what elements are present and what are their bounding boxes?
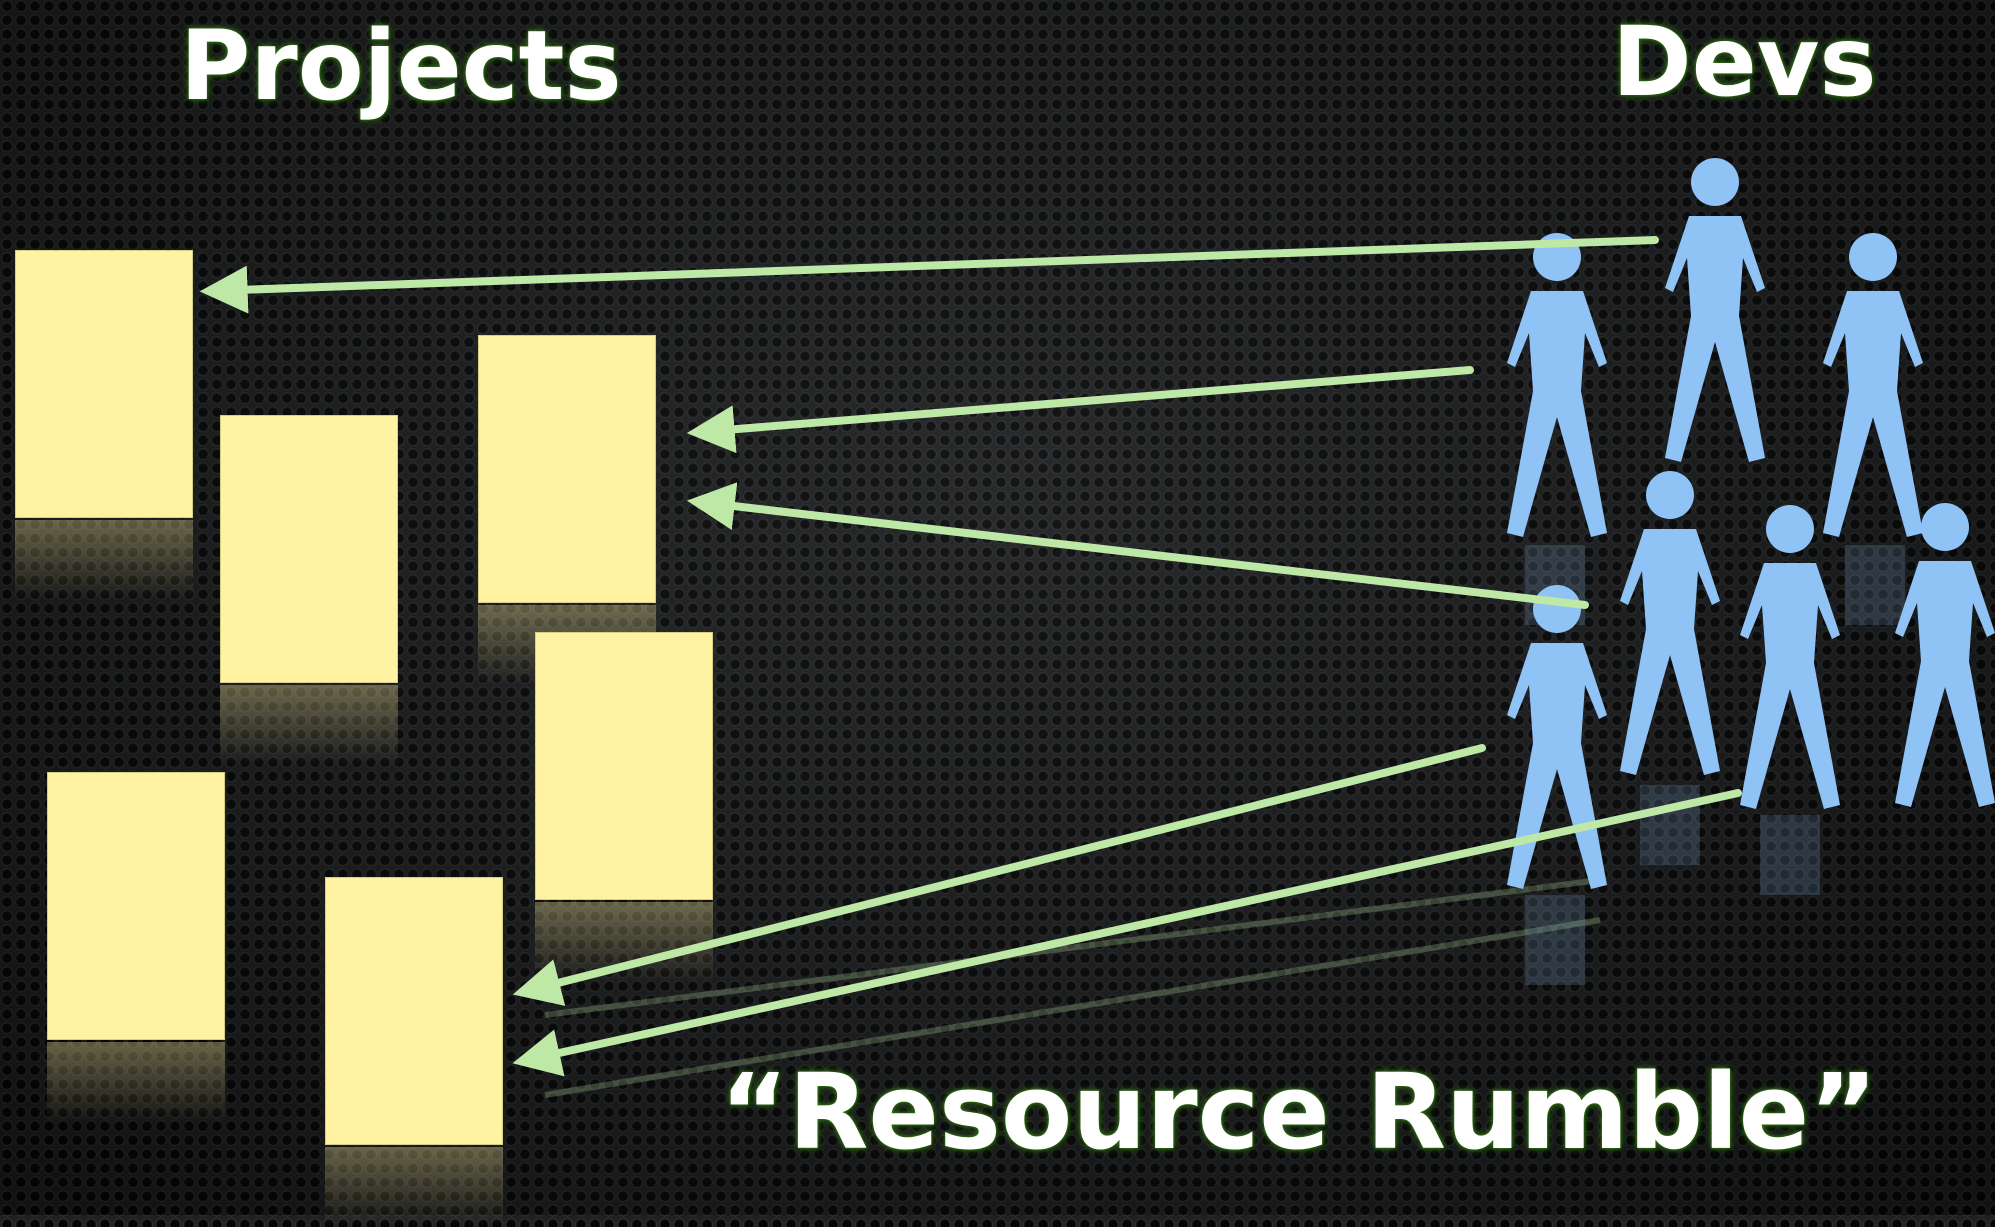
dev-person-icon (1620, 471, 1720, 775)
project-card (15, 250, 193, 600)
project-card (220, 415, 398, 765)
assignment-arrow (512, 789, 1742, 1077)
dev-person-icon (1823, 233, 1923, 537)
dev-person-icon (1665, 158, 1765, 462)
assignment-arrow (686, 482, 1589, 609)
assignment-arrow (512, 744, 1486, 1006)
assignment-arrows (199, 236, 1742, 1077)
dev-person-icon (1895, 503, 1995, 807)
project-card (478, 335, 656, 685)
project-card (535, 632, 713, 982)
dev-person-icon (1740, 505, 1840, 809)
dev-group (1507, 158, 1995, 889)
dev-person-icon (1507, 233, 1607, 537)
resource-rumble-caption: “Resource Rumble” (720, 1051, 1878, 1173)
project-card (47, 772, 225, 1122)
devs-title: Devs (1612, 6, 1877, 118)
project-card (325, 877, 503, 1227)
arrow-reflections (544, 877, 1601, 1098)
projects-title: Projects (180, 10, 622, 122)
assignment-arrow (199, 236, 1659, 314)
assignment-arrow (686, 366, 1474, 454)
dev-reflections (1525, 545, 1905, 985)
